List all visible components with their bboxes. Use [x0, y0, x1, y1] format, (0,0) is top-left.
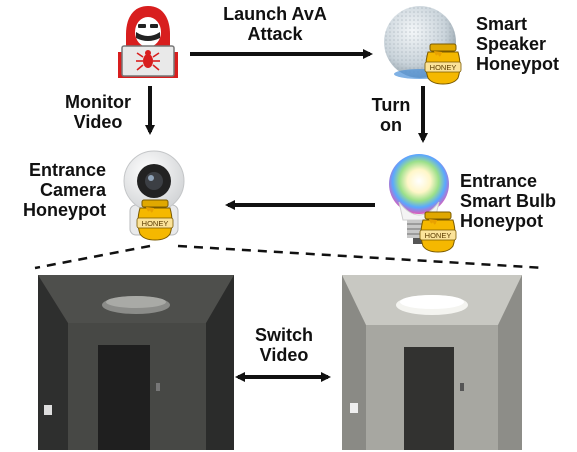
honey-label: HONEY — [142, 219, 169, 228]
hallway-frame-bright — [342, 275, 522, 450]
zoom-line-left — [34, 244, 151, 270]
attacker-icon — [108, 2, 188, 82]
honey-label: HONEY — [425, 231, 452, 240]
honey-label: HONEY — [430, 63, 457, 72]
honey-pot-icon: HONEY — [420, 40, 466, 86]
hallway-frame-dark — [38, 275, 234, 450]
honey-pot-icon: HONEY — [415, 208, 461, 254]
zoom-line-right — [177, 244, 546, 270]
honey-pot-icon: HONEY — [132, 196, 178, 242]
